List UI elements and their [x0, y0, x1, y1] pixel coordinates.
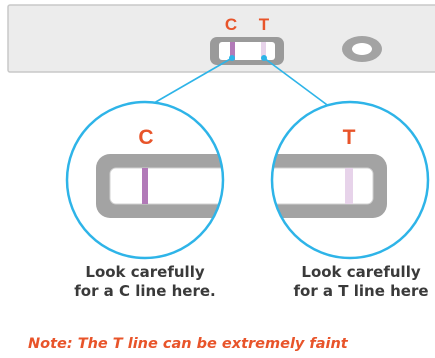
caption-c-line2: for a C line here.: [74, 282, 216, 300]
zoom-c-line: [142, 168, 148, 204]
top-t-label: T: [259, 15, 270, 34]
zoom-t-label: T: [343, 126, 356, 149]
connector-dot-c: [229, 55, 235, 61]
small-c-line: [230, 42, 235, 60]
zoom-c-label: C: [138, 126, 153, 149]
magnifier-c: [65, 100, 225, 260]
caption-t-line1: Look carefully: [301, 263, 421, 281]
caption-c-line1: Look carefully: [85, 263, 205, 281]
caption-t-line: Look carefully for a T line here: [256, 263, 435, 301]
faint-line-note: Note: The T line can be extremely faint: [28, 336, 348, 352]
sample-well-inner: [352, 43, 372, 55]
zoom-t-line: [345, 168, 353, 204]
connector-t: [263, 57, 339, 114]
top-c-label: C: [225, 15, 237, 34]
magnifier-t: [270, 100, 430, 260]
small-t-line: [261, 42, 266, 60]
connector-dot-t: [261, 55, 267, 61]
caption-t-line2: for a T line here: [293, 282, 429, 300]
caption-c-line: Look carefully for a C line here.: [40, 263, 250, 301]
